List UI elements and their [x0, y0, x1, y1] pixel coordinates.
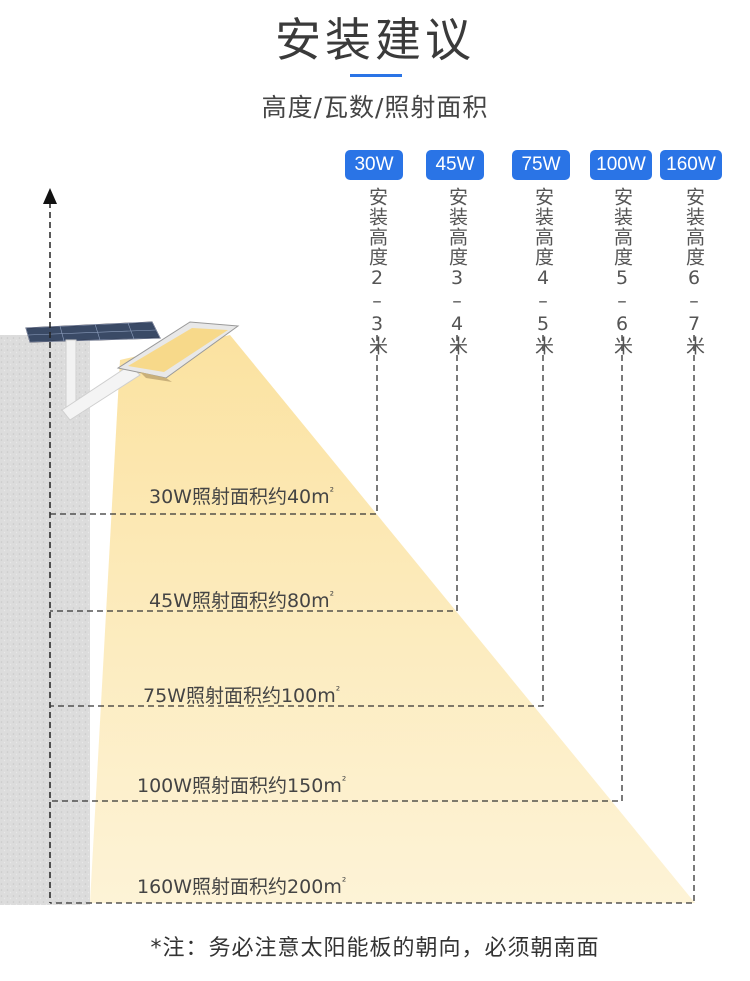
badge-75w: 75W: [512, 150, 570, 180]
height-label-75w: 安装高度4–5米: [532, 187, 554, 356]
area-label-100w: 100W照射面积约150m²: [137, 774, 347, 797]
arrow-up-icon: [43, 188, 57, 204]
area-label-75w: 75W照射面积约100m²: [143, 684, 341, 707]
area-label-160w: 160W照射面积约200m²: [137, 875, 347, 898]
wall: [0, 335, 90, 905]
footer-note: *注：务必注意太阳能板的朝向，必须朝南面: [150, 936, 600, 961]
height-label-100w: 安装高度5–6米: [611, 187, 633, 356]
guide-100w: [50, 335, 623, 802]
title-underline: [350, 74, 402, 77]
height-label-45w: 安装高度3–4米: [446, 187, 468, 356]
street-lamp-head: [116, 321, 240, 382]
mounting-arm: [61, 339, 141, 421]
guide-lines: [50, 335, 695, 904]
area-label-45w: 45W照射面积约80m²: [149, 589, 335, 612]
light-beam: [90, 335, 695, 903]
solar-panel: [25, 321, 161, 343]
area-label-30w: 30W照射面积约40m²: [149, 485, 335, 508]
height-label-160w: 安装高度6–7米: [683, 187, 705, 356]
page-subtitle: 高度/瓦数/照射面积: [261, 93, 489, 122]
badge-100w: 100W: [590, 150, 652, 180]
guide-75w: [50, 335, 544, 707]
page-title: 安装建议: [275, 13, 475, 67]
badge-160w: 160W: [660, 150, 722, 180]
badge-30w: 30W: [345, 150, 403, 180]
guide-45w: [50, 335, 458, 612]
height-label-30w: 安装高度2–3米: [366, 187, 388, 356]
badge-45w: 45W: [426, 150, 484, 180]
